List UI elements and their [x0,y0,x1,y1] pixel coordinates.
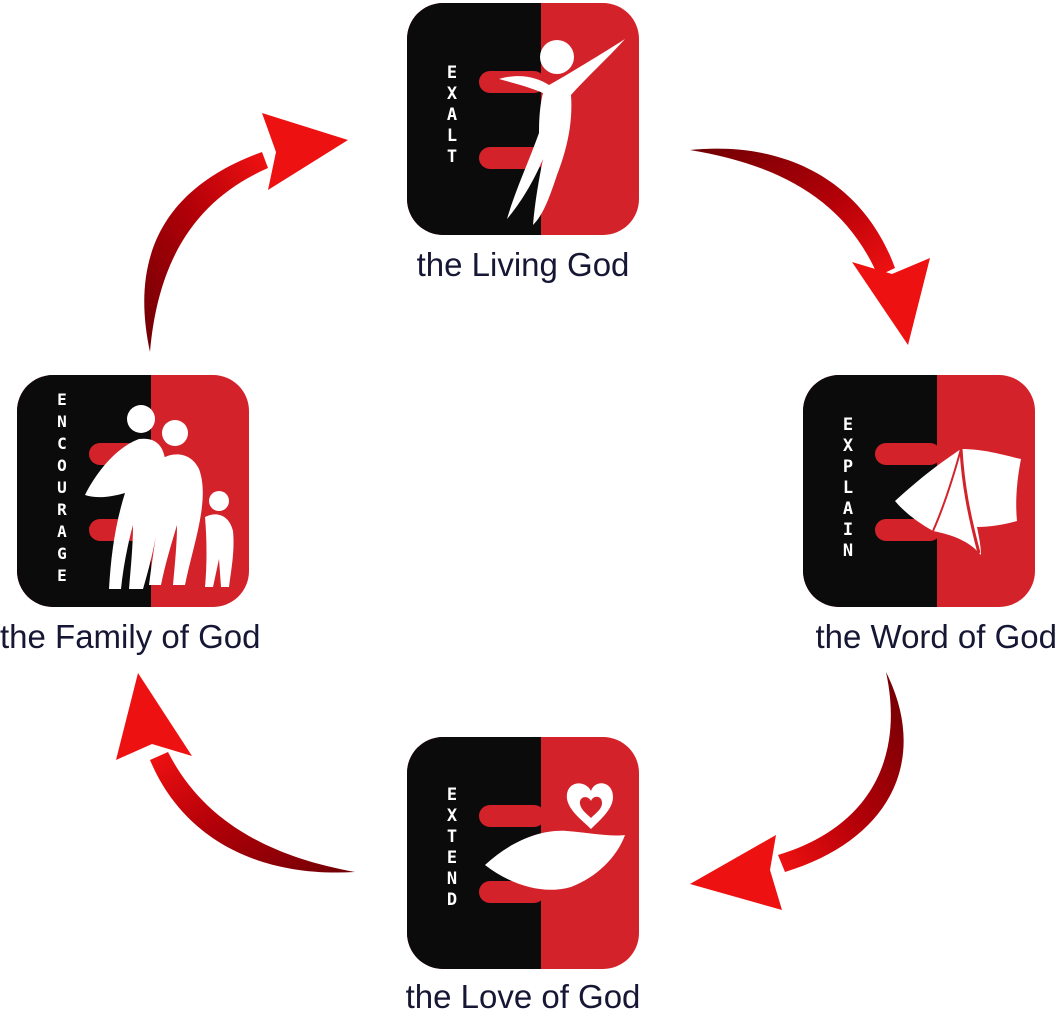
caption-explain: the Word of God [815,618,1057,655]
tile-word-letter: N [57,412,67,431]
caption-extend: the Love of God [405,978,641,1011]
tile-word-letter: R [57,500,67,519]
tile-word-letter: X [446,806,458,826]
tile-word-letter: E [446,785,458,805]
tile-word-letter: C [57,434,67,453]
tile-word-letter: X [446,84,458,104]
tile-word-letter: P [842,457,854,477]
caption-encourage: the Family of God [0,618,261,655]
tile-word-letter: L [842,478,854,498]
tile-word-letter: E [446,63,458,83]
tile-word-letter: A [446,105,458,125]
hand-holding-heart-icon [479,783,625,903]
tile-word-letter: E [57,566,67,585]
tile-word-letter: N [842,541,854,561]
tile-word-letter: T [446,827,458,847]
arrow-exalt-to-explain [690,148,930,345]
tile-word-letter: N [446,869,458,889]
tile-word-letter: A [57,522,67,541]
tile-word-letter: T [446,147,458,167]
tile-word-letter: L [446,126,458,146]
tile-word-letter: O [57,456,67,475]
person-arms-raised-icon [479,39,625,225]
tile-word-letter: E [842,415,854,435]
tile-word-letter: I [842,520,854,540]
tile-word-letter: E [446,848,458,868]
open-book-icon [875,443,1021,555]
tile-word-letter: X [842,436,854,456]
tile-word-letter: E [57,390,67,409]
arrow-encourage-to-exalt [144,113,348,352]
family-icon [85,405,234,589]
caption-exalt: the Living God [416,246,630,283]
tile-word-letter: G [57,544,67,563]
tile-word-letter: U [57,478,67,497]
tile-word-letter: A [842,499,854,519]
arrow-explain-to-extend [690,672,904,910]
tile-word-letter: D [446,890,458,910]
arrow-extend-to-encourage [116,673,355,873]
